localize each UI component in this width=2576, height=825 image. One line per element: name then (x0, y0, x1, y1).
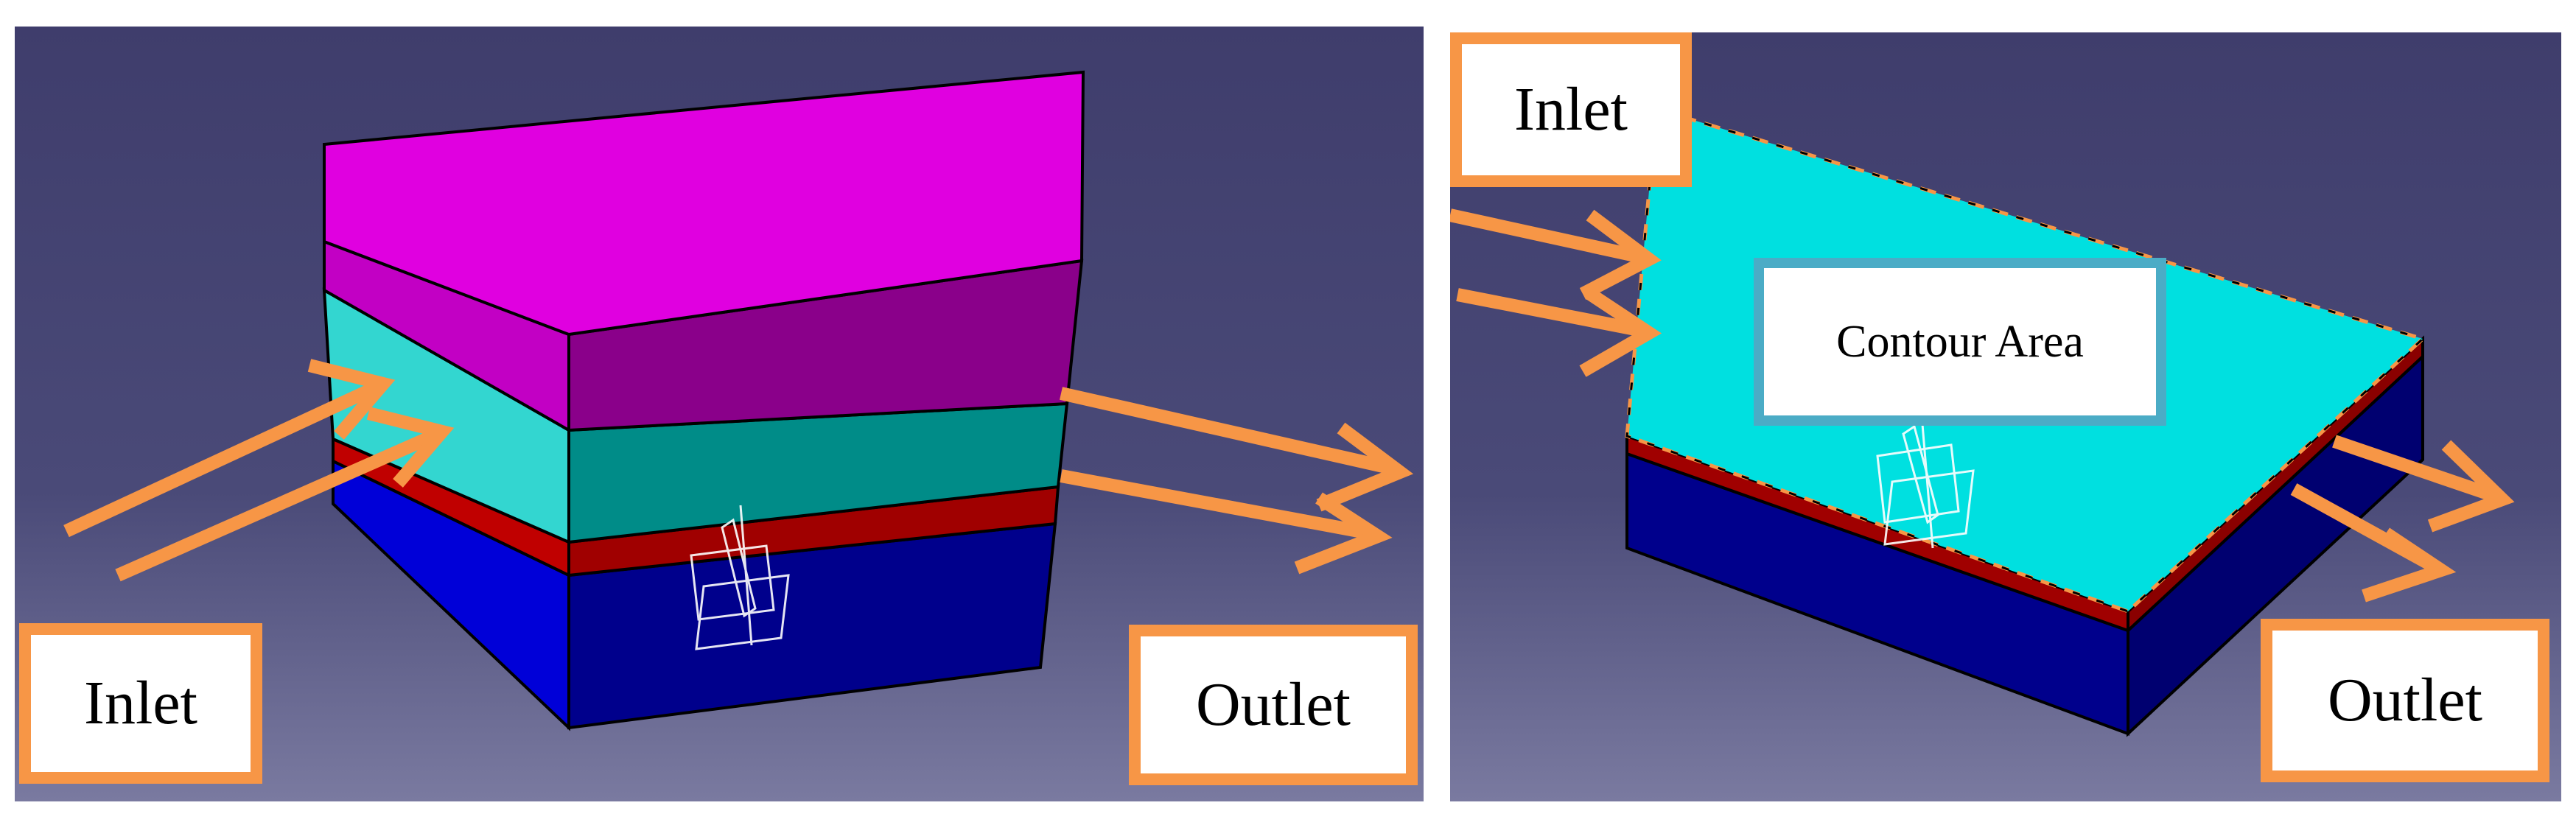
outlet-label-text: Outlet (1196, 670, 1351, 739)
flow-arrow-icon (2362, 527, 2457, 603)
flow-arrow-icon (1579, 288, 1662, 377)
flow-arrow-icon (2427, 440, 2515, 533)
inlet-flow-arrows (63, 359, 455, 582)
inlet-label: Inlet (19, 623, 262, 784)
flow-arrow-icon (1060, 469, 1372, 540)
flow-arrow-icon (1316, 422, 1414, 512)
right-panel-contour-view: Inlet Contour Area Outlet (1450, 32, 2561, 801)
contour-area-label: Contour Area (1754, 258, 2166, 426)
axis-triad-icon (1876, 415, 1975, 549)
flow-arrow-icon (63, 381, 379, 538)
flow-arrow-icon (1579, 209, 1662, 300)
outlet-label: Outlet (2261, 619, 2549, 782)
contour-area-label-text: Contour Area (1836, 317, 2084, 367)
flow-arrow-icon (1060, 387, 1394, 475)
flow-arrow-icon (307, 359, 396, 440)
outlet-flow-arrows (2290, 435, 2515, 603)
inlet-label-text: Inlet (1514, 75, 1628, 144)
inlet-flow-arrows (1450, 208, 1662, 377)
axis-triad-icon (690, 505, 790, 650)
inlet-label: Inlet (1450, 32, 1692, 187)
flow-arrow-icon (366, 407, 455, 488)
flow-arrow-icon (2332, 435, 2499, 503)
flow-arrow-icon (1294, 492, 1393, 575)
flow-arrow-icon (1456, 288, 1645, 337)
flow-arrow-icon (1450, 208, 1643, 264)
outlet-flow-arrows (1060, 387, 1414, 575)
left-panel-layered-model: Inlet Outlet (15, 27, 1424, 801)
contour-surface-dark-outline (1625, 108, 2425, 613)
outlet-label: Outlet (1129, 625, 1418, 785)
flow-arrow-icon (115, 429, 438, 582)
outlet-label-text: Outlet (2328, 666, 2482, 734)
inlet-label-text: Inlet (84, 669, 197, 737)
